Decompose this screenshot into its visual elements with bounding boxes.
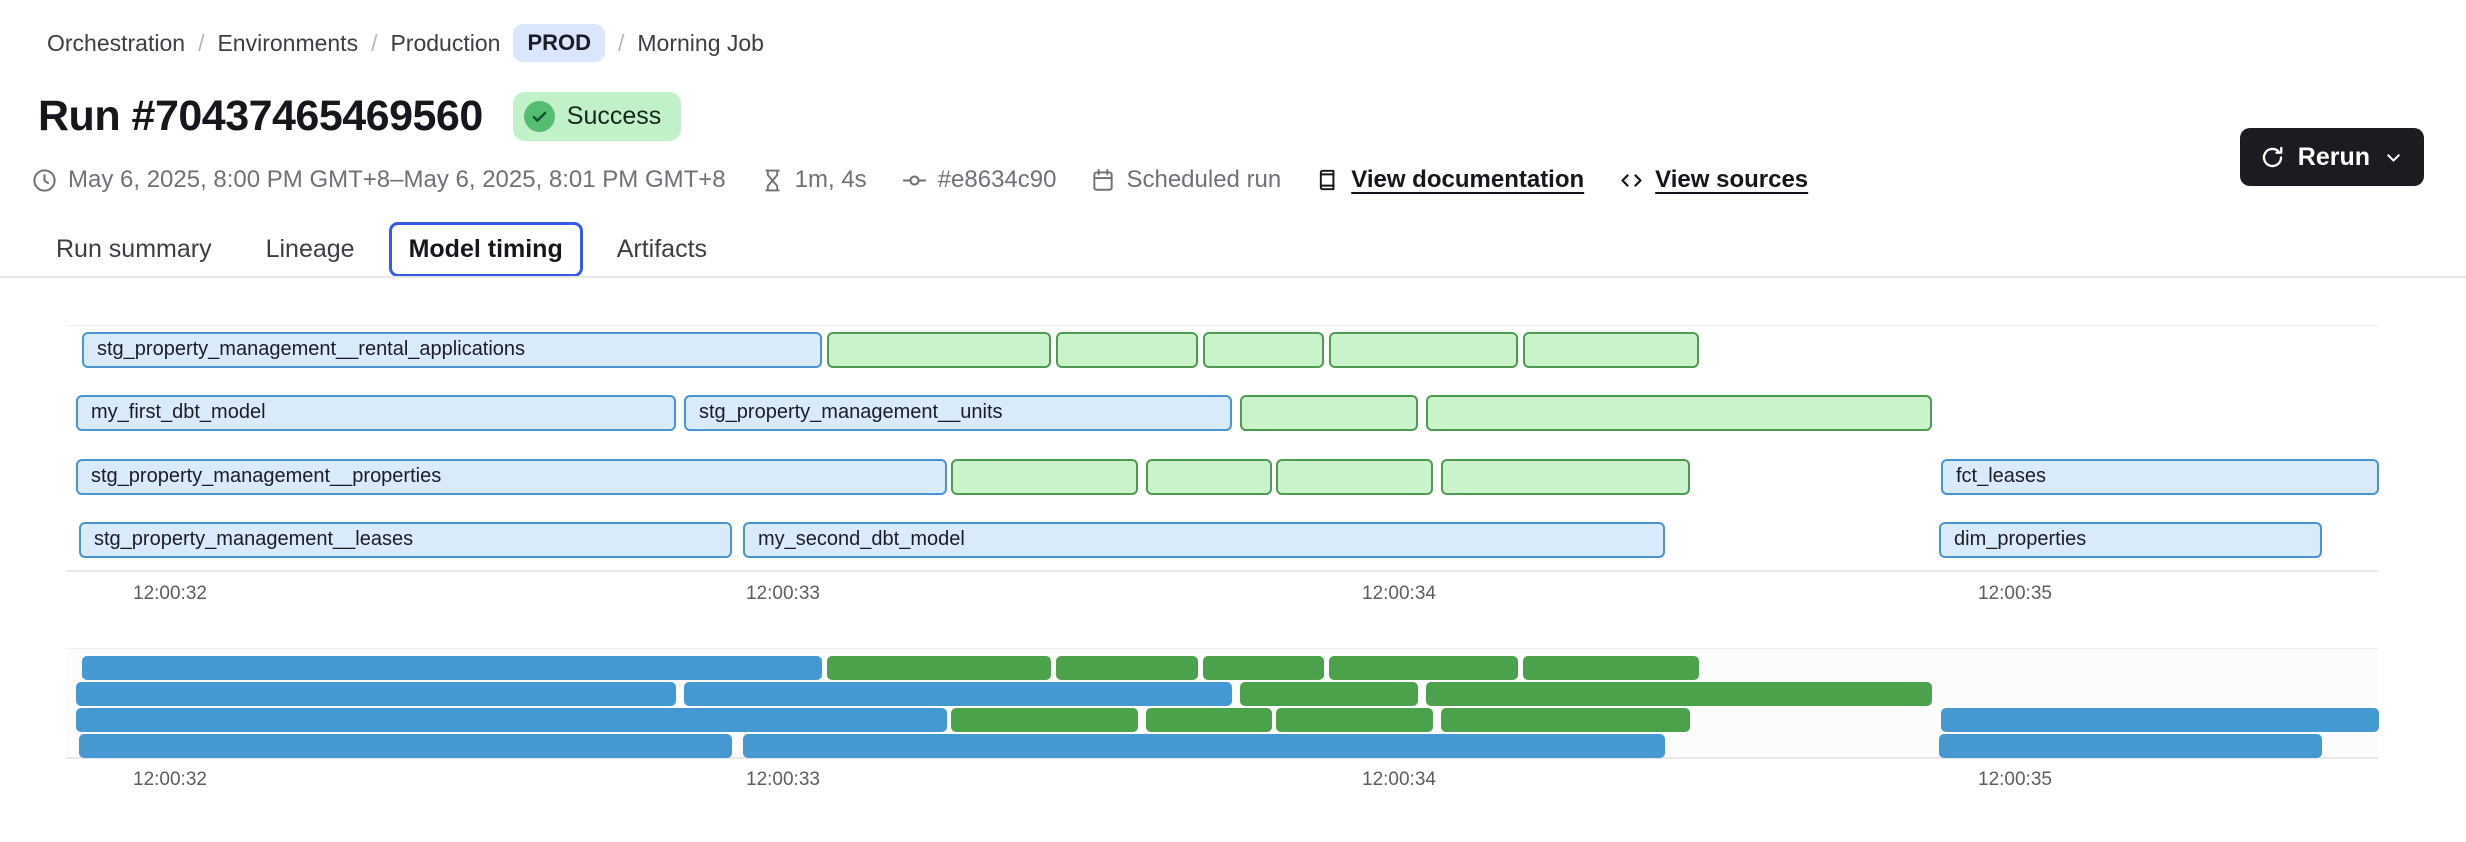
run-commit: #e8634c90 xyxy=(901,166,1056,194)
minimap-bar xyxy=(1939,734,2322,758)
time-tick-label: 12:00:32 xyxy=(133,583,207,604)
breadcrumb-item-orchestration[interactable]: Orchestration xyxy=(47,29,186,56)
gantt-bar[interactable] xyxy=(1329,332,1518,368)
gantt-bar-stg_property_management__units[interactable]: stg_property_management__units xyxy=(684,395,1232,431)
tab-model-timing[interactable]: Model timing xyxy=(388,222,583,277)
minimap-bar xyxy=(1056,656,1198,680)
breadcrumb-item-environments[interactable]: Environments xyxy=(217,29,359,56)
breadcrumb-item-production[interactable]: Production xyxy=(390,29,501,56)
minimap-bar xyxy=(951,708,1138,732)
clock-icon xyxy=(31,167,58,194)
minimap-bar xyxy=(1276,708,1433,732)
gantt-bar[interactable] xyxy=(827,332,1051,368)
time-tick-label: 12:00:32 xyxy=(133,769,207,790)
status-label: Success xyxy=(566,102,662,130)
minimap-bar xyxy=(1146,708,1272,732)
gantt-bar-my_second_dbt_model[interactable]: my_second_dbt_model xyxy=(743,522,1665,558)
gantt-bar-stg_property_management__rental_applications[interactable]: stg_property_management__rental_applicat… xyxy=(82,332,822,368)
minimap-bar xyxy=(827,656,1051,680)
commit-icon xyxy=(901,167,928,194)
model-timing-gantt: stg_property_management__rental_applicat… xyxy=(66,325,2379,572)
rerun-button[interactable]: Rerun xyxy=(2239,128,2424,186)
environment-badge: PROD xyxy=(513,24,605,62)
gantt-bar-label: my_second_dbt_model xyxy=(758,528,965,550)
breadcrumb: Orchestration / Environments / Productio… xyxy=(47,24,764,62)
document-icon xyxy=(1315,167,1341,193)
gantt-bar[interactable] xyxy=(1276,459,1433,495)
gantt-bar-my_first_dbt_model[interactable]: my_first_dbt_model xyxy=(76,395,676,431)
breadcrumb-separator: / xyxy=(198,29,205,56)
time-tick-label: 12:00:35 xyxy=(1978,583,2052,604)
rerun-label: Rerun xyxy=(2297,142,2370,171)
gantt-time-axis: 12:00:32 12:00:33 12:00:34 12:00:35 xyxy=(66,583,2378,609)
view-sources-link[interactable]: View sources xyxy=(1655,166,1809,193)
time-tick-label: 12:00:33 xyxy=(746,769,820,790)
gantt-bar-stg_property_management__leases[interactable]: stg_property_management__leases xyxy=(79,522,732,558)
gantt-bar-label: stg_property_management__rental_applicat… xyxy=(97,338,526,360)
gantt-bar-label: fct_leases xyxy=(1956,465,2047,487)
status-badge: Success xyxy=(512,92,682,141)
gantt-bar-label: stg_property_management__units xyxy=(699,401,1003,423)
gantt-bar-label: stg_property_management__properties xyxy=(91,465,442,487)
view-sources-link-item: View sources xyxy=(1618,166,1808,194)
hourglass-icon xyxy=(760,168,785,193)
minimap-bar xyxy=(684,682,1232,706)
minimap-bar xyxy=(1203,656,1324,680)
run-duration: 1m, 4s xyxy=(760,166,867,194)
success-check-icon xyxy=(523,101,555,132)
gantt-bar[interactable] xyxy=(1056,332,1198,368)
gantt-bar-dim_properties[interactable]: dim_properties xyxy=(1939,522,2322,558)
tab-artifacts[interactable]: Artifacts xyxy=(616,235,708,263)
gantt-bar[interactable] xyxy=(1146,459,1272,495)
gantt-bar-fct_leases[interactable]: fct_leases xyxy=(1941,459,2379,495)
gantt-bar-label: my_first_dbt_model xyxy=(91,401,266,423)
timing-minimap[interactable] xyxy=(66,648,2379,759)
title-row: Run #70437465469560 Success xyxy=(38,92,682,141)
gantt-bar[interactable] xyxy=(1523,332,1699,368)
gantt-bar[interactable] xyxy=(951,459,1138,495)
minimap-time-axis: 12:00:32 12:00:33 12:00:34 12:00:35 xyxy=(66,769,2378,795)
time-tick-label: 12:00:34 xyxy=(1362,769,1436,790)
code-icon xyxy=(1618,167,1645,194)
tab-lineage[interactable]: Lineage xyxy=(265,235,355,263)
view-documentation-link-item: View documentation xyxy=(1315,166,1584,194)
calendar-icon xyxy=(1090,167,1116,193)
gantt-bar[interactable] xyxy=(1426,395,1932,431)
gantt-bar-stg_property_management__properties[interactable]: stg_property_management__properties xyxy=(76,459,947,495)
gantt-bar[interactable] xyxy=(1441,459,1690,495)
run-meta-row: May 6, 2025, 8:00 PM GMT+8–May 6, 2025, … xyxy=(31,166,1808,194)
refresh-icon xyxy=(2260,145,2285,170)
minimap-bar xyxy=(1426,682,1932,706)
minimap-bar xyxy=(743,734,1665,758)
breadcrumb-separator: / xyxy=(371,29,378,56)
minimap-bar xyxy=(1941,708,2379,732)
tab-bar: Run summary Lineage Model timing Artifac… xyxy=(36,222,727,277)
breadcrumb-item-morning-job[interactable]: Morning Job xyxy=(637,29,764,56)
breadcrumb-separator: / xyxy=(618,29,625,56)
minimap-bar xyxy=(82,656,822,680)
minimap-bar xyxy=(76,682,676,706)
minimap-bar xyxy=(1441,708,1690,732)
minimap-bar xyxy=(1523,656,1699,680)
minimap-bar xyxy=(1240,682,1418,706)
tab-bar-divider xyxy=(0,276,2466,278)
run-time-range: May 6, 2025, 8:00 PM GMT+8–May 6, 2025, … xyxy=(31,166,726,194)
gantt-bar-label: stg_property_management__leases xyxy=(94,528,414,550)
run-trigger: Scheduled run xyxy=(1090,166,1281,194)
minimap-bar xyxy=(79,734,732,758)
time-tick-label: 12:00:34 xyxy=(1362,583,1436,604)
minimap-bar xyxy=(1329,656,1518,680)
gantt-bar-label: dim_properties xyxy=(1954,528,2087,550)
time-tick-label: 12:00:33 xyxy=(746,583,820,604)
minimap-bar xyxy=(76,708,947,732)
tab-run-summary[interactable]: Run summary xyxy=(56,235,212,263)
view-documentation-link[interactable]: View documentation xyxy=(1351,166,1585,193)
page-title: Run #70437465469560 xyxy=(38,92,483,140)
gantt-bar[interactable] xyxy=(1240,395,1418,431)
time-tick-label: 12:00:35 xyxy=(1978,769,2052,790)
gantt-bar[interactable] xyxy=(1203,332,1324,368)
chevron-down-icon[interactable] xyxy=(2383,147,2404,168)
